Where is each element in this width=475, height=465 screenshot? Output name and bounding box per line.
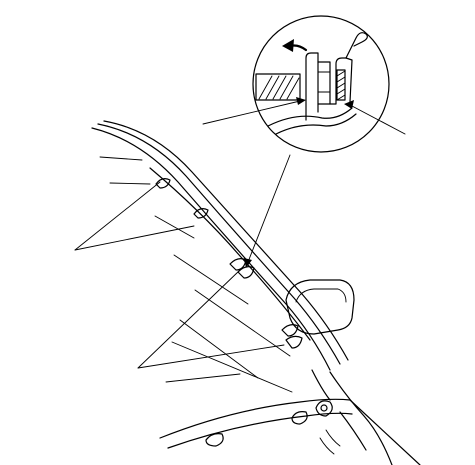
windshield-glass	[99, 156, 293, 393]
lower-body	[159, 369, 421, 465]
mount-bolt-icon	[315, 400, 333, 417]
molding-profile	[305, 32, 368, 121]
hatched-block	[255, 73, 301, 101]
arrowhead-left	[296, 97, 306, 105]
clip-marks	[155, 178, 303, 349]
arrowhead-right	[344, 100, 354, 109]
leader-lines	[74, 100, 406, 369]
detail-circle	[252, 15, 390, 153]
curved-arrow-icon	[282, 39, 308, 52]
a-pillar-molding	[91, 120, 349, 371]
detail-view	[252, 15, 390, 153]
side-mirror	[285, 279, 355, 335]
sealant-strip	[336, 69, 346, 101]
